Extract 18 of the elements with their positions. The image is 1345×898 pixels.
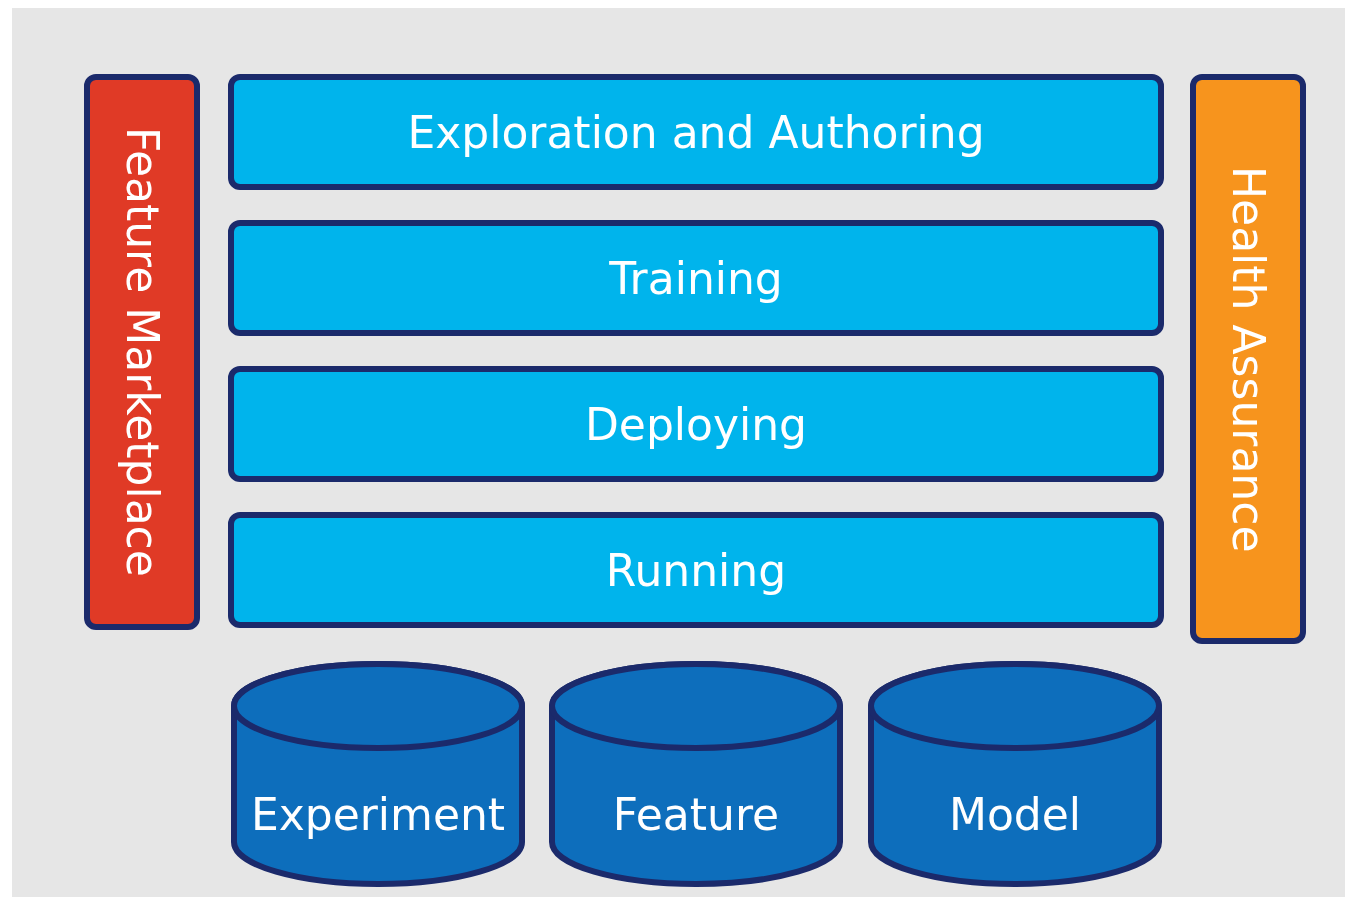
database-cylinder [230,660,526,888]
layer-label: Exploration and Authoring [407,106,985,158]
layer-label: Training [609,252,783,304]
cylinder-label: Feature [612,789,780,840]
layer-label: Running [605,544,787,596]
layer-label: Deploying [584,398,808,450]
side-panel [84,74,200,630]
layer-bar [228,366,1164,482]
side-panel [1190,74,1306,644]
cylinder-label: Experiment [250,789,506,840]
layer-bar [228,220,1164,336]
cylinder-label: Model [948,789,1082,840]
database-cylinder [867,660,1163,888]
layer-label: Feature Marketplace [116,127,168,577]
layer-bar [228,512,1164,628]
database-cylinder [548,660,844,888]
layer-label: Health Assurance [1222,165,1274,553]
layer-bar [228,74,1164,190]
